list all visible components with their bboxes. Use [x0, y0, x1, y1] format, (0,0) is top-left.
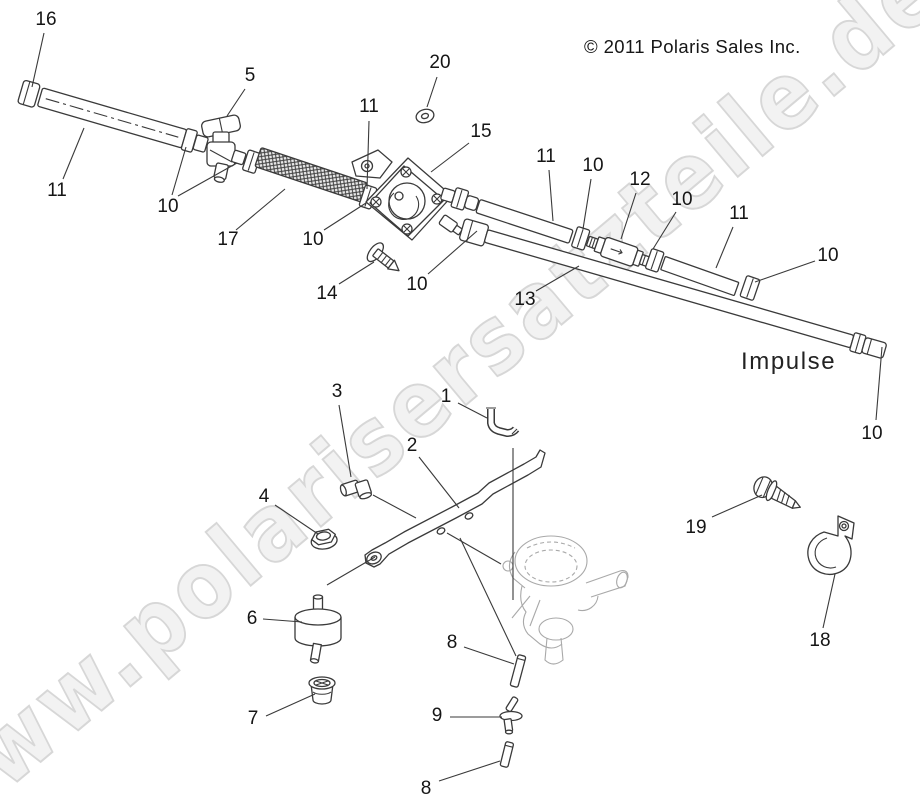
- callout-10: 10: [861, 423, 883, 444]
- callout-6: 6: [246, 608, 258, 629]
- callout-19: 19: [685, 517, 707, 538]
- fuel-hose-left: [17, 79, 198, 153]
- callout-9: 9: [431, 705, 443, 726]
- pump-nipple: [438, 214, 463, 236]
- callout-20: 20: [429, 52, 451, 73]
- hose-clamp: [645, 248, 665, 273]
- carburetor-outline: [502, 535, 629, 665]
- fuel-valve: [192, 114, 262, 183]
- callout-2: 2: [406, 435, 418, 456]
- callout-10: 10: [406, 274, 428, 295]
- fuel-line-upper: [475, 199, 574, 244]
- callout-13: 13: [514, 289, 536, 310]
- callout-11: 11: [536, 146, 556, 167]
- callout-18: 18: [809, 630, 831, 651]
- callout-15: 15: [470, 121, 492, 142]
- well-nut: [308, 676, 336, 705]
- callout-11: 11: [47, 180, 67, 201]
- callout-8: 8: [446, 632, 458, 653]
- vent-hose: [486, 407, 520, 437]
- callout-17: 17: [217, 229, 239, 250]
- leader-lines: [31, 32, 883, 782]
- copyright-text: © 2011 Polaris Sales Inc.: [584, 36, 801, 57]
- callout-10: 10: [817, 245, 839, 266]
- tee-fitting: [499, 696, 523, 735]
- pump-outlet: [440, 187, 480, 211]
- p-clamp: [807, 515, 855, 575]
- callout-10: 10: [671, 189, 693, 210]
- callout-11: 11: [729, 203, 749, 224]
- fuel-pump: [351, 149, 480, 241]
- corrugated-hose: [254, 147, 368, 203]
- mounting-bracket: [364, 449, 546, 568]
- hose-cap: [17, 79, 41, 108]
- push-rivet: [366, 242, 400, 272]
- impulse-hose: [459, 218, 887, 359]
- rubber-mount: [294, 594, 342, 664]
- hose-clamp: [739, 275, 761, 301]
- callout-7: 7: [247, 708, 259, 729]
- callout-12: 12: [629, 169, 651, 190]
- callout-11: 11: [359, 96, 379, 117]
- callout-4: 4: [258, 486, 270, 507]
- elbow-fitting: [339, 479, 373, 500]
- washer: [415, 108, 435, 124]
- callout-1: 1: [440, 386, 452, 407]
- callout-5: 5: [244, 65, 256, 86]
- callout-10: 10: [302, 229, 324, 250]
- hex-screw: [753, 476, 801, 509]
- vent-tube: [499, 741, 515, 768]
- callout-8: 8: [420, 778, 432, 799]
- callout-16: 16: [35, 9, 57, 30]
- impulse-label: Impulse: [741, 348, 837, 375]
- callout-14: 14: [316, 283, 338, 304]
- callout-10: 10: [157, 196, 179, 217]
- hose-clamp: [571, 226, 591, 251]
- callout-3: 3: [331, 381, 343, 402]
- callout-10: 10: [582, 155, 604, 176]
- vent-tube: [509, 654, 527, 688]
- fuel-line-mid: [660, 256, 740, 297]
